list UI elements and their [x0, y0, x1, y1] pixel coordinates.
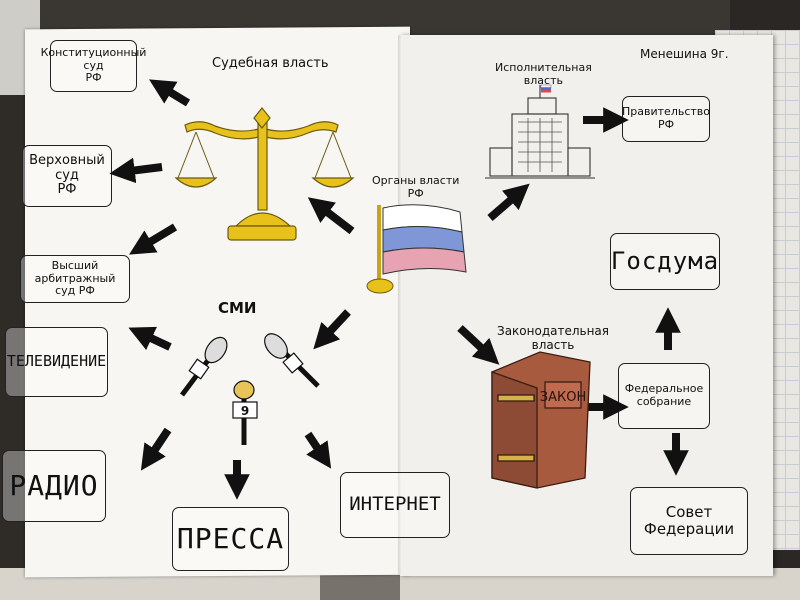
gosduma-box: Госдума [610, 233, 720, 290]
arrow-center-to-executive [487, 183, 530, 222]
arrow-to-legislative [457, 325, 500, 365]
court-supreme: Верховный суд РФ [22, 145, 112, 207]
microphone-center-icon [232, 380, 258, 445]
album-right-page [400, 35, 773, 576]
law-book-icon [491, 351, 591, 489]
federal-assembly-box: Федеральное собрание [618, 363, 710, 429]
arrow-to-internet [304, 431, 332, 469]
arrow-to-tv [128, 326, 172, 351]
media-radio-box: РАДИО [2, 450, 106, 522]
media-title: СМИ [218, 299, 257, 317]
court-arbitration: Высший арбитражный суд РФ [20, 255, 130, 303]
arrow-to-supreme [109, 157, 163, 184]
court-constitutional: Конституционный суд РФ [41, 40, 146, 92]
federation-council-box: Совет Федерации [630, 487, 748, 555]
microphone-right-icon [264, 333, 320, 388]
album-spine [398, 35, 402, 575]
desk-shadow [320, 575, 400, 600]
building-flag-icon [540, 84, 552, 93]
arrow-to-constitutional [149, 79, 191, 107]
arrow-to-arbitration [129, 223, 178, 255]
media-tv-box: ТЕЛЕВИДЕНИЕ [5, 327, 108, 397]
center-title: Органы власти РФ [372, 174, 460, 200]
judicial-title: Судебная власть [212, 56, 329, 71]
legislative-title: Законодательная власть [497, 324, 610, 352]
arrow-center-to-media [313, 309, 351, 350]
arrow-to-radio [140, 427, 172, 471]
building-windows [518, 118, 562, 172]
mic-number: 9 [241, 404, 249, 418]
book-title: ЗАКОН [540, 390, 586, 405]
diagram-arrows [109, 79, 689, 500]
media-press-box: ПРЕССА [172, 507, 289, 571]
author-label: Менешина 9г. [640, 47, 729, 61]
microphone-left-icon [180, 336, 228, 397]
government-building-icon [485, 85, 595, 179]
government-box: Правительство РФ [622, 96, 710, 142]
scales-of-justice-icon [174, 107, 355, 241]
russian-flag-icon [366, 204, 467, 294]
media-internet-box: ИНТЕРНЕТ [340, 472, 450, 538]
arrow-center-to-judicial [307, 197, 355, 235]
scales-strings [177, 131, 352, 179]
executive-title: Исполнительная власть [495, 61, 592, 87]
